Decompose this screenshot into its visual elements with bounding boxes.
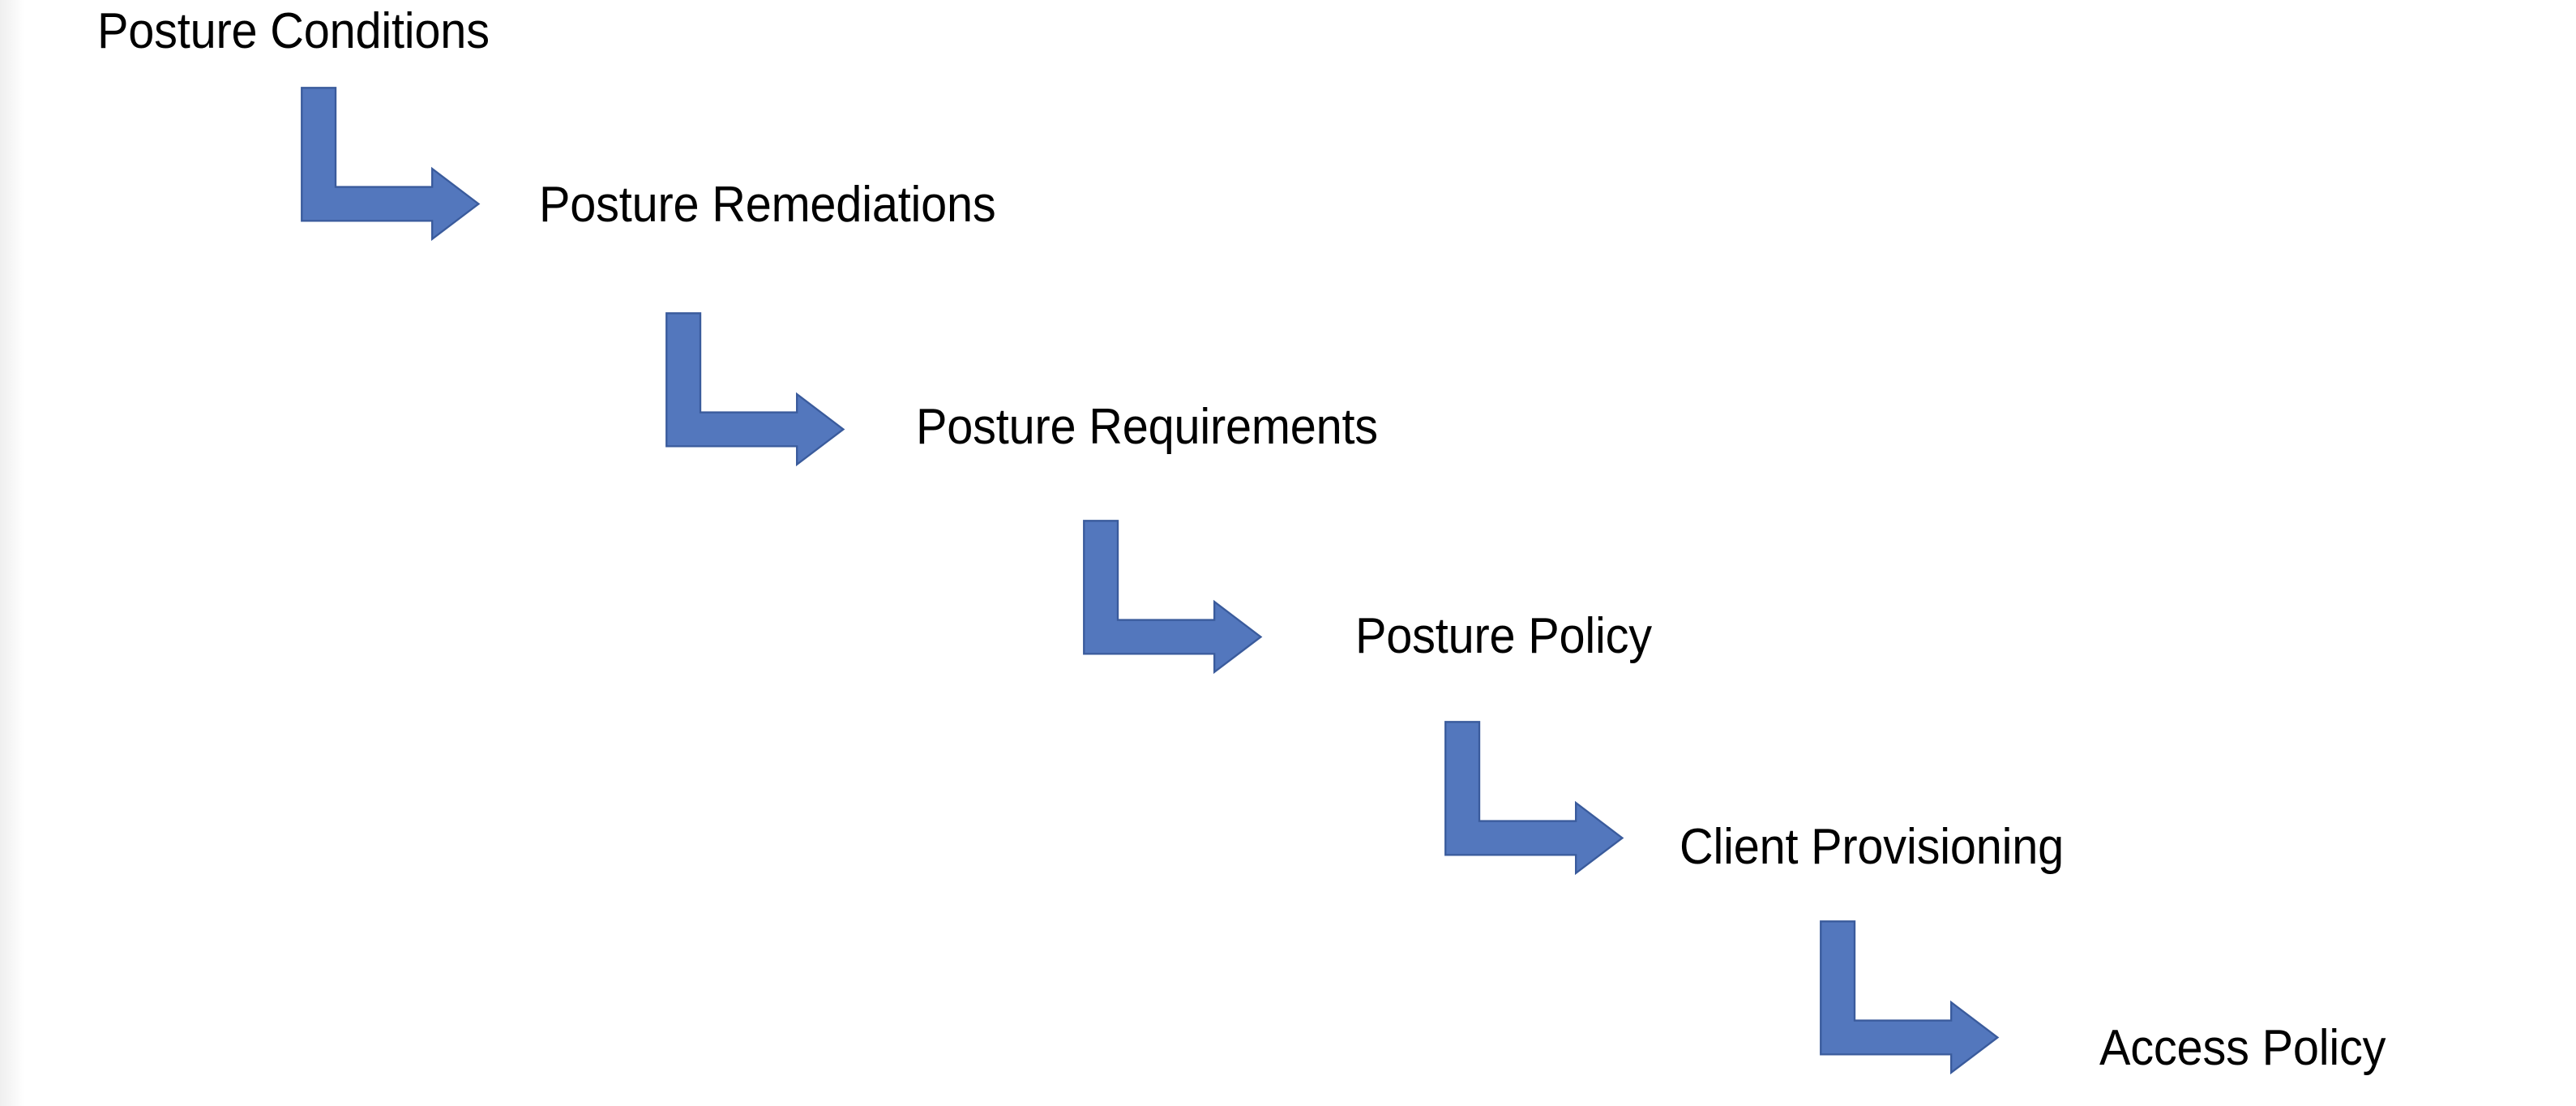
stage-label-posture-policy: Posture Policy xyxy=(1355,608,1652,664)
left-edge-gradient xyxy=(0,0,24,1106)
bent-arrow-down-right-icon-4 xyxy=(1437,720,1666,892)
bent-arrow-down-right-icon-3 xyxy=(1076,519,1304,691)
bent-arrow-down-right-icon-1 xyxy=(293,86,522,258)
stage-label-posture-remediations: Posture Remediations xyxy=(539,177,996,233)
stage-label-client-provisioning: Client Provisioning xyxy=(1680,819,2064,875)
stage-label-posture-requirements: Posture Requirements xyxy=(916,399,1378,455)
stage-label-posture-conditions: Posture Conditions xyxy=(97,3,490,59)
bent-arrow-down-right-icon-5 xyxy=(1812,920,2041,1091)
stage-label-access-policy: Access Policy xyxy=(2099,1020,2386,1076)
bent-arrow-down-right-icon-2 xyxy=(658,311,887,483)
